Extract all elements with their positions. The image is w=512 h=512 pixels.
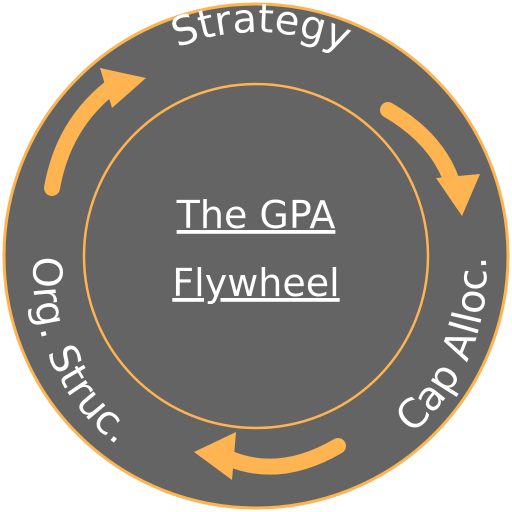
center-title-line-1: The GPA <box>176 193 336 237</box>
arrow-top-left-icon <box>44 68 146 196</box>
arrow-bottom-icon <box>194 432 346 480</box>
center-title-line-2: Flywheel <box>172 261 339 305</box>
arrow-top-right-icon <box>380 102 480 216</box>
inner-ring <box>82 82 430 430</box>
